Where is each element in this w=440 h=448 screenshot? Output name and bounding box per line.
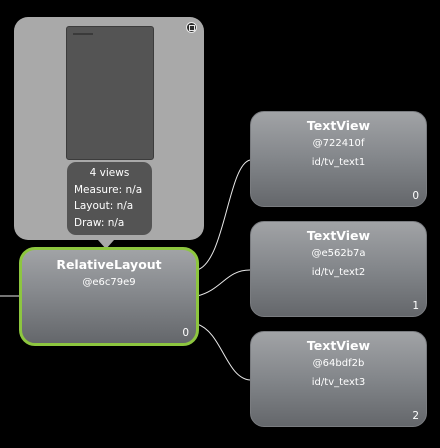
node-hash: @64bdf2b [312, 358, 365, 369]
view-count: 4 views [89, 167, 130, 179]
child-link-2 [196, 269, 251, 297]
node-id: id/tv_text3 [311, 377, 366, 388]
node-hash: @e562b7a [311, 248, 366, 259]
node-textview-3[interactable]: TextView @64bdf2b id/tv_text3 2 [250, 331, 427, 427]
child-link-1 [196, 159, 251, 271]
node-id: id/tv_text1 [311, 157, 366, 168]
node-id: id/tv_text2 [311, 267, 366, 278]
node-hash: @722410f [312, 138, 365, 149]
preview-pointer [98, 240, 114, 249]
node-class-name: RelativeLayout [56, 257, 162, 272]
node-class-name: TextView [306, 228, 371, 243]
node-textview-1[interactable]: TextView @722410f id/tv_text1 0 [250, 111, 427, 207]
node-index: 0 [182, 327, 189, 339]
node-index: 2 [412, 410, 419, 422]
close-icon[interactable] [186, 22, 197, 33]
node-index: 1 [412, 300, 419, 312]
child-link-3 [196, 323, 251, 381]
measure-time: Measure: n/a [74, 183, 143, 196]
layout-time: Layout: n/a [74, 200, 134, 212]
node-textview-2[interactable]: TextView @e562b7a id/tv_text2 1 [250, 221, 427, 317]
view-preview-panel: 4 views Measure: n/a Layout: n/a Draw: n… [14, 17, 204, 240]
node-class-name: TextView [306, 338, 371, 353]
node-relative-layout[interactable]: RelativeLayout @e6c79e9 0 [19, 247, 199, 346]
node-hash: @e6c79e9 [82, 277, 136, 288]
view-stats-box: 4 views Measure: n/a Layout: n/a Draw: n… [67, 162, 152, 235]
layout-thumbnail [66, 26, 154, 160]
node-class-name: TextView [306, 118, 371, 133]
node-index: 0 [412, 190, 419, 202]
thumbnail-content [73, 33, 93, 35]
draw-time: Draw: n/a [74, 216, 125, 229]
